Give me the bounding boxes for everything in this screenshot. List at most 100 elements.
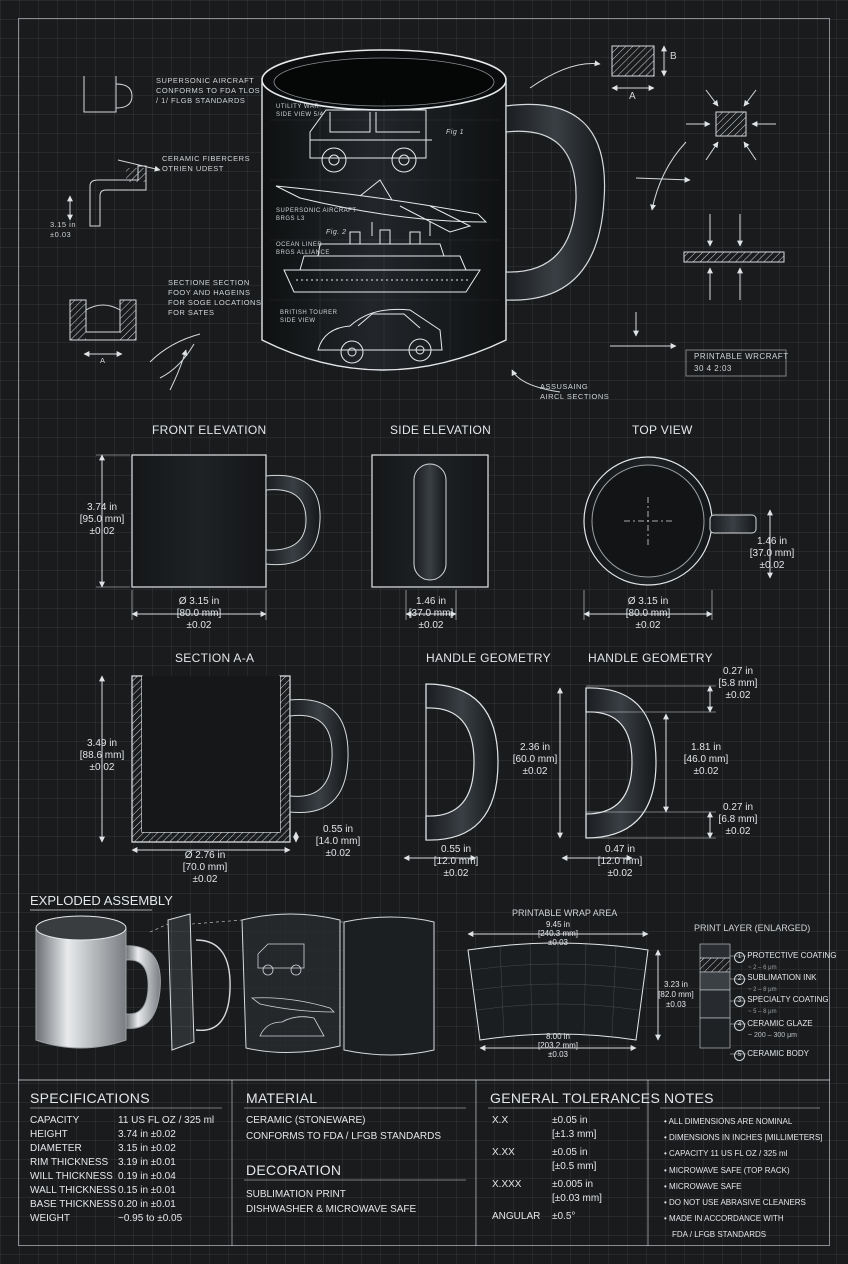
exploded-print-wrap: [241, 913, 341, 1053]
hero-mug-handle: [505, 103, 606, 301]
mug-label-jeep-2: SIDE VIEW 5/4: [276, 112, 324, 118]
mug-print-grid: [270, 100, 500, 372]
decoration-line-2: DISHWASHER & MICROWAVE SAFE: [246, 1204, 417, 1215]
hero-mug-inner: [273, 57, 495, 107]
exploded-blank-sleeve: [343, 916, 435, 1056]
tolerance-row: X.XXX±0.005 in[±0.03 mm]: [492, 1179, 602, 1204]
handle-geometry-2: [585, 687, 657, 839]
front-height-label: 3.74 in[95.0 mm]±0.02: [79, 502, 125, 537]
handle2-inner-label: 1.81 in[46.0 mm]±0.02: [683, 742, 729, 777]
exploded-coating-layer: [167, 913, 195, 1051]
rim-leader: [117, 159, 161, 172]
layer-item-1: 1 PROTECTIVE COATING ~ 2 – 6 μm: [734, 951, 836, 973]
notes-item: • CAPACITY 11 US FL OZ / 325 ml: [664, 1149, 788, 1159]
pointer-arrow-3: [511, 369, 561, 393]
ship-illustration: [283, 229, 481, 293]
side-width-label: 1.46 in[37.0 mm]±0.02: [408, 596, 454, 631]
mini-mug-handle: [115, 83, 133, 109]
layer-item-3: 3 SPECIALTY COATING ~ 5 – 8 μm: [734, 995, 829, 1017]
exploded-mug-handle: [125, 945, 161, 1029]
section-width-label: Ø 2.76 in[70.0 mm]±0.02: [182, 850, 228, 885]
notes-item: • MICROWAVE SAFE (TOP RACK): [664, 1165, 790, 1175]
section-hatch-right: [120, 300, 136, 340]
notes-item: • ALL DIMENSIONS ARE NOMINAL: [664, 1117, 793, 1126]
note-supersonic-2: CONFORMS TO FDA TLOS: [156, 86, 261, 95]
note-section-2: FOOY AND HAGEINS: [168, 288, 251, 297]
mug-label-ship-1: OCEAN LINER: [276, 242, 323, 248]
section-aa-title: SECTION A-A: [175, 651, 255, 665]
notes-item: FDA / LFGB STANDARDS: [672, 1230, 767, 1240]
mini-mug-sketch: [83, 76, 117, 113]
exploded-mug-rim: [35, 915, 127, 941]
note-section-1: SECTIONE SECTION: [168, 278, 250, 287]
top-width-label: Ø 3.15 in[80.0 mm]±0.02: [625, 596, 671, 631]
mug-label-jeep-1: UTILITY WAR: [276, 104, 320, 110]
note-section-4: FOR SATES: [168, 308, 215, 317]
tolerance-row: X.XX±0.05 in[±0.5 mm]: [492, 1147, 597, 1172]
side-view-handle: [413, 463, 447, 581]
notes-title: NOTES: [664, 1090, 714, 1106]
layer-num-3: 3: [734, 996, 745, 1007]
block-detail: [611, 45, 655, 77]
material-title: MATERIAL: [246, 1090, 318, 1106]
decoration-line-1: SUBLIMATION PRINT: [246, 1189, 346, 1200]
section-hatch-left: [70, 300, 86, 340]
spec-row: BASE THICKNESS0.20 in ±0.01: [30, 1199, 176, 1210]
aircraft-illustration: [275, 179, 488, 236]
surface-section: [683, 251, 785, 263]
layer-item-5: 5 CERAMIC BODY: [734, 1049, 809, 1061]
mug-label-car-2: SIDE VIEW: [280, 318, 316, 324]
layer-item-2: 2 SUBLIMATION INK ~ 2 – 8 μm: [734, 973, 816, 995]
note-assemb-1: ASSUSAING: [540, 382, 589, 391]
handle-geometry-title-2: HANDLE GEOMETRY: [588, 651, 713, 665]
notes-item: • DIMENSIONS IN INCHES [MILLIMETERS]: [664, 1133, 823, 1143]
handle2-bottom-label: 0.27 in[6.8 mm]±0.02: [718, 802, 758, 837]
layer-item-4: 4 CERAMIC GLAZE ~ 200 – 300 μm: [734, 1019, 813, 1041]
note-assemb-2: AIRCL SECTIONS: [540, 392, 610, 401]
jeep-illustration: [309, 109, 432, 173]
front-view-handle: [265, 474, 321, 566]
section-base-label: 0.55 in[14.0 mm]±0.02: [315, 824, 361, 859]
top-view-handle: [709, 514, 757, 534]
printable-callout-box: [685, 349, 787, 377]
mug-label-plane-2: BRGS L3: [276, 216, 305, 222]
rim-detail-sketch: [89, 165, 147, 227]
handle-geometry-1: [425, 683, 499, 841]
front-view-body: [131, 454, 267, 588]
notes-list: • ALL DIMENSIONS ARE NOMINAL • DIMENSION…: [664, 1114, 822, 1244]
note-supersonic-1: SUPERSONIC AIRCRAFT: [156, 76, 255, 85]
car-illustration: [317, 308, 443, 364]
handle-geometry-title-1: HANDLE GEOMETRY: [426, 651, 551, 665]
exploded-white-mug: [35, 928, 127, 1049]
handle2-width-label: 0.47 in[12.0 mm]±0.02: [597, 844, 643, 879]
block-letter-b: B: [670, 51, 678, 62]
tolerance-row: X.X±0.05 in[±1.3 mm]: [492, 1115, 597, 1140]
exploded-assembly-title: EXPLODED ASSEMBLY: [30, 893, 173, 908]
mug-label-fig1: Fig 1: [446, 129, 465, 136]
layer-num-2: 2: [734, 974, 745, 985]
tolerances-title: GENERAL TOLERANCES: [490, 1090, 661, 1106]
note-ceramic-2: OTRIEN UDEST: [162, 164, 224, 173]
spec-row: WEIGHT~0.95 to ±0.05: [30, 1213, 183, 1224]
wrap-bottom-label: 8.00 in[203.2 mm]±0.03: [537, 1032, 578, 1059]
mug-label-plane-1: SUPERSONIC AIRCRAFT: [276, 208, 357, 214]
pointer-arrow-1: [529, 60, 601, 89]
material-line-1: CERAMIC (STONEWARE): [246, 1115, 366, 1126]
wrap-area-grid: [471, 940, 645, 1037]
pointer-arrow-2: [650, 141, 687, 211]
wrap-area-shape: [467, 942, 649, 1041]
top-view-title: TOP VIEW: [632, 423, 693, 437]
printable-callout-1: PRINTABLE WRCRAFT: [694, 352, 789, 361]
rim-hatch: [126, 168, 146, 182]
tolerance-row: ANGULAR±0.5°: [492, 1211, 576, 1222]
note-ceramic-1: CERAMIC FIBERCERS: [162, 154, 251, 163]
material-line-2: CONFORMS TO FDA / LFGB STANDARDS: [246, 1131, 442, 1142]
block-letter-a: A: [629, 91, 637, 102]
compression-block: [715, 111, 747, 137]
